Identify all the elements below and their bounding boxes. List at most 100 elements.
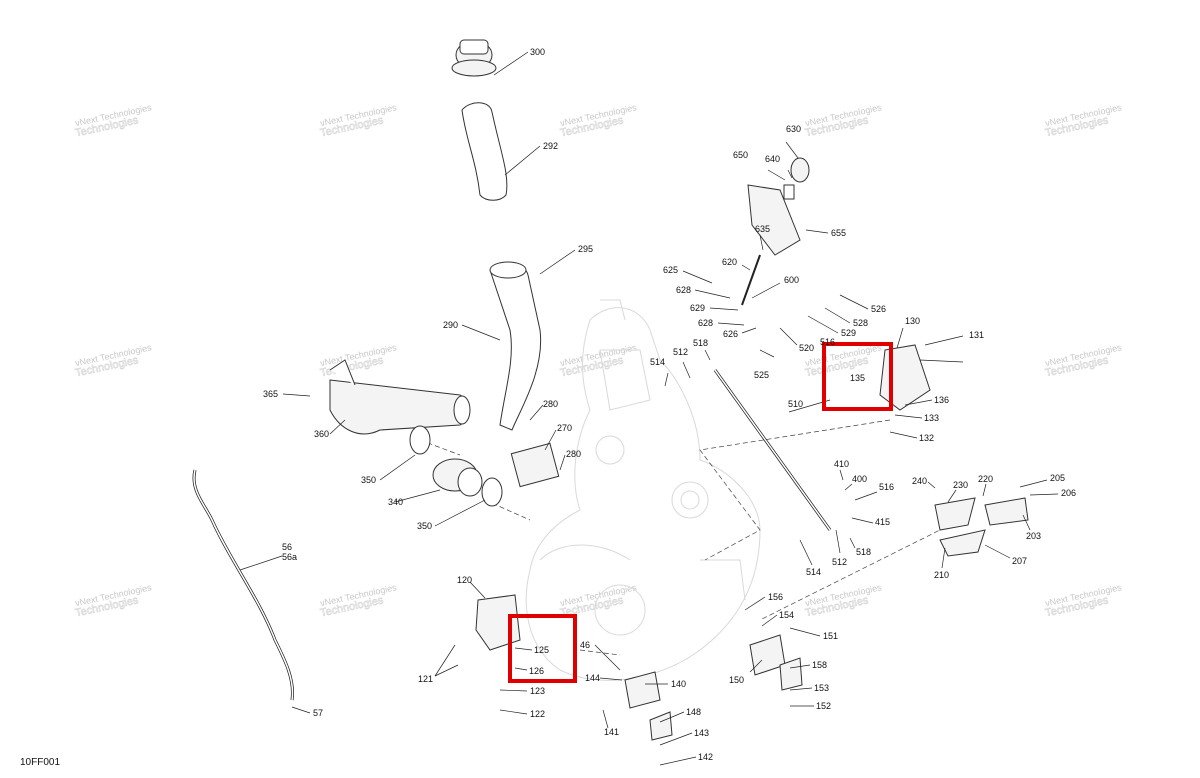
callout-146: 46 [580,640,590,650]
callout-620: 620 [722,257,737,267]
shift-linkage-510 [713,369,832,531]
callout-415: 415 [875,517,890,527]
coupler-340 [432,458,483,497]
callout-510: 510 [788,399,803,409]
callout-143: 143 [694,728,709,738]
callout-126: 126 [529,666,544,676]
mount-bracket-120 [475,594,521,651]
callout-240: 240 [912,476,927,486]
callout-152: 152 [816,701,831,711]
callout-529: 529 [841,328,856,338]
shift-rod-620 [741,254,761,306]
callout-130: 130 [905,316,920,326]
callout-230: 230 [953,480,968,490]
callout-350: 350 [361,475,376,485]
callout-121: 121 [418,674,433,684]
callout-154: 154 [779,610,794,620]
callout-518b: 518 [856,547,871,557]
callout-148: 148 [686,707,701,717]
clamp-350 [409,425,503,507]
callout-125: 125 [534,645,549,655]
intake-tube-292 [461,102,508,201]
callout-628b: 628 [698,318,713,328]
callout-120: 120 [457,575,472,585]
callout-292: 292 [543,141,558,151]
callout-labels: 300 292 295 290 280 270 280 365 360 350 … [263,47,1076,762]
callout-640: 640 [765,154,780,164]
bracket-230 [934,497,986,557]
callout-280: 280 [543,399,558,409]
callout-630: 630 [786,124,801,134]
assembly-dashed-lines [419,419,961,656]
callout-140: 140 [671,679,686,689]
callout-340: 340 [388,497,403,507]
callout-123: 123 [530,686,545,696]
callout-56a: 56a [282,552,297,562]
callout-514b: 514 [806,567,821,577]
diagram-reference: 10FF001 [20,757,60,768]
callout-132: 132 [919,433,934,443]
callout-628: 628 [676,285,691,295]
callout-655: 655 [831,228,846,238]
callout-512b: 512 [832,557,847,567]
callout-203: 203 [1026,531,1041,541]
callout-400: 400 [852,474,867,484]
callout-220: 220 [978,474,993,484]
callout-518: 518 [693,338,708,348]
callout-207: 207 [1012,556,1027,566]
callout-514: 514 [650,357,665,367]
intake-duct-290 [489,261,542,431]
callout-525: 525 [754,370,769,380]
callout-635: 635 [755,224,770,234]
air-filter-cap-300 [451,39,497,77]
callout-295: 295 [578,244,593,254]
callout-205: 205 [1050,473,1065,483]
mount-bracket-130 [879,344,931,411]
callout-350b: 350 [417,521,432,531]
callout-625: 625 [663,265,678,275]
callout-290: 290 [443,320,458,330]
callout-153: 153 [814,683,829,693]
callout-136: 136 [934,395,949,405]
callout-650: 650 [733,150,748,160]
callout-512: 512 [673,347,688,357]
callout-410: 410 [834,459,849,469]
callout-151: 151 [823,631,838,641]
callout-135: 135 [850,373,865,383]
callout-56: 56 [282,542,292,552]
callout-206: 206 [1061,488,1076,498]
air-box-360 [329,359,471,435]
callout-516: 516 [820,337,835,347]
sensor-203 [984,497,1029,526]
shift-lever-650 [747,157,810,256]
callout-526: 526 [871,304,886,314]
callout-133: 133 [924,413,939,423]
callout-600: 600 [784,275,799,285]
mount-140 [624,671,673,741]
callout-156: 156 [768,592,783,602]
callout-210: 210 [934,570,949,580]
drain-hose-56 [192,469,295,701]
callout-270: 270 [557,423,572,433]
callout-516b: 516 [879,482,894,492]
callout-131: 131 [969,330,984,340]
callout-626: 626 [723,329,738,339]
callout-520: 520 [799,343,814,353]
callout-300: 300 [530,47,545,57]
callout-144: 144 [585,673,600,683]
callout-365: 365 [263,389,278,399]
callout-142: 142 [698,752,713,762]
highlight-box-125-126 [508,614,577,683]
callout-158: 158 [812,660,827,670]
callout-528: 528 [853,318,868,328]
callout-629: 629 [690,303,705,313]
callout-360: 360 [314,429,329,439]
callout-122: 122 [530,709,545,719]
callout-57: 57 [313,708,323,718]
highlight-box-135 [822,342,893,411]
leader-lines [239,51,1059,766]
filter-270 [510,442,560,488]
mount-150 [749,634,803,691]
callout-280b: 280 [566,449,581,459]
